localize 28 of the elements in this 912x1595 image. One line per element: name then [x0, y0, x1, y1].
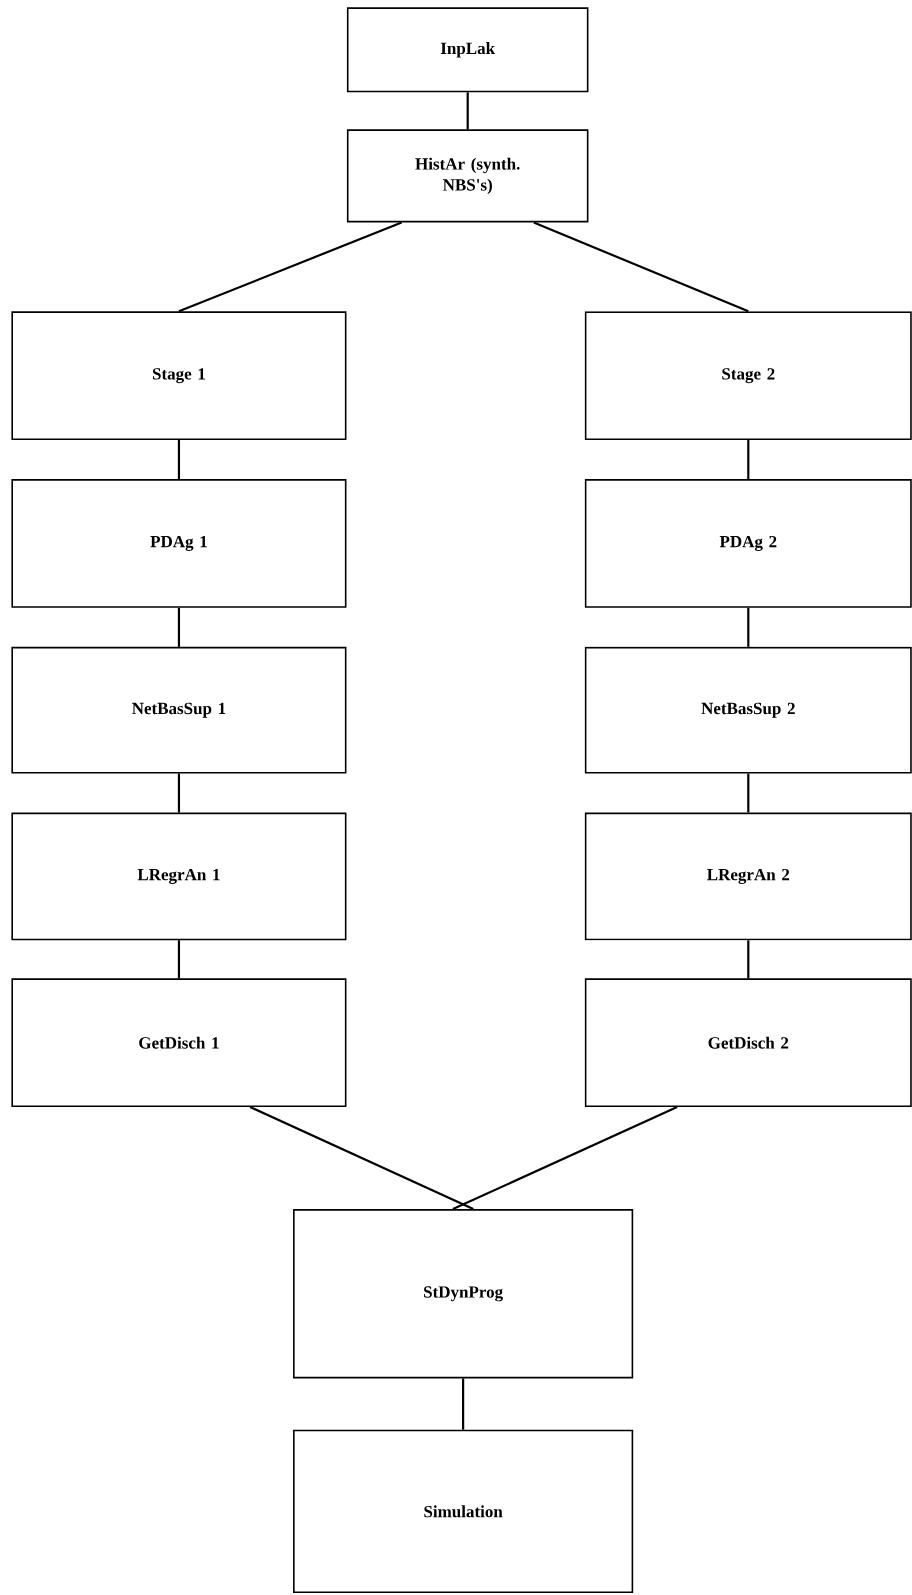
connector-line: [533, 221, 749, 313]
connector-line: [747, 773, 750, 813]
connector-line: [249, 1106, 474, 1211]
process-box: GetDisch 2: [584, 978, 912, 1107]
connector-line: [747, 607, 750, 647]
process-box: Simulation: [293, 1429, 634, 1593]
process-box: InpLak: [346, 7, 589, 93]
process-box: Stage 1: [11, 311, 347, 441]
process-box: HistAr (synth. NBS's): [346, 129, 589, 223]
process-box: StDynProg: [293, 1209, 634, 1379]
connector-line: [462, 1378, 465, 1430]
connector-line: [177, 773, 181, 813]
connector-line: [452, 1106, 678, 1211]
process-box: LRegrAn 2: [584, 812, 912, 941]
process-box: NetBasSup 2: [584, 646, 912, 774]
connector-line: [747, 440, 750, 480]
connector-line: [177, 440, 181, 480]
connector-line: [747, 940, 750, 979]
process-box: PDAg 2: [584, 479, 912, 608]
process-box: Stage 2: [584, 311, 912, 441]
process-box: NetBasSup 1: [11, 646, 347, 774]
connector-line: [177, 940, 181, 979]
process-box: GetDisch 1: [11, 978, 347, 1107]
process-box: PDAg 1: [11, 479, 347, 608]
connector-line: [177, 607, 181, 647]
connector-line: [466, 92, 469, 130]
connector-line: [178, 221, 402, 313]
process-box: LRegrAn 1: [11, 812, 347, 941]
